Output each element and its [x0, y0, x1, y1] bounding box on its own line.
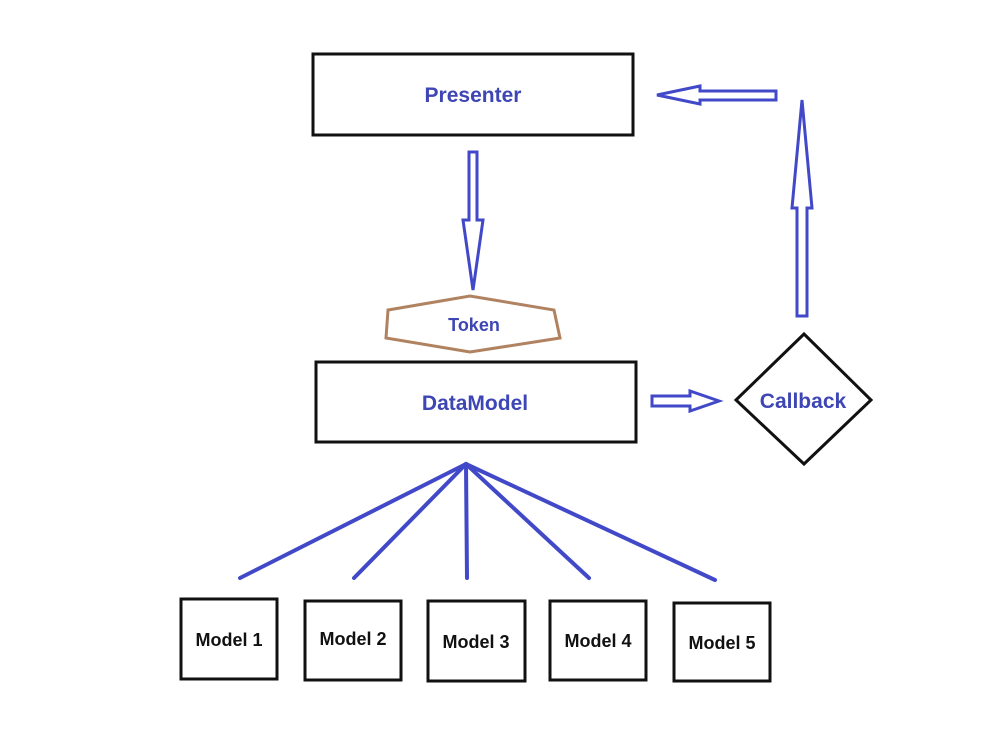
connector-model-1: [238, 462, 468, 580]
connector-model-5: [464, 462, 717, 582]
callback-node: Callback: [733, 331, 874, 467]
connector-model-3: [464, 462, 469, 580]
model-node-4: Model 4: [548, 599, 648, 682]
token-label: Token: [448, 315, 500, 335]
model-node-3: Model 3: [426, 599, 527, 683]
connector-model-4: [464, 462, 591, 580]
connector-model-2: [352, 462, 468, 580]
callback-label: Callback: [760, 390, 847, 413]
datamodel-to-callback-arrow: [650, 388, 724, 414]
model-1-label: Model 1: [195, 630, 262, 650]
presenter-to-token-arrow: [461, 150, 485, 291]
model-2-label: Model 2: [319, 629, 386, 649]
model-4-label: Model 4: [564, 631, 631, 651]
to-presenter-arrow: [656, 84, 778, 106]
token-node: Token: [384, 294, 562, 354]
presenter-label: Presenter: [425, 84, 522, 107]
model-node-1: Model 1: [179, 597, 279, 681]
datamodel-label: DataModel: [422, 392, 528, 415]
model-connectors: [238, 462, 717, 582]
model-5-label: Model 5: [688, 633, 755, 653]
datamodel-node: DataModel: [314, 360, 638, 444]
model-node-2: Model 2: [303, 599, 403, 682]
callback-up-arrow: [790, 99, 814, 318]
presenter-node: Presenter: [311, 52, 635, 137]
model-node-5: Model 5: [672, 601, 772, 683]
model-3-label: Model 3: [442, 632, 509, 652]
